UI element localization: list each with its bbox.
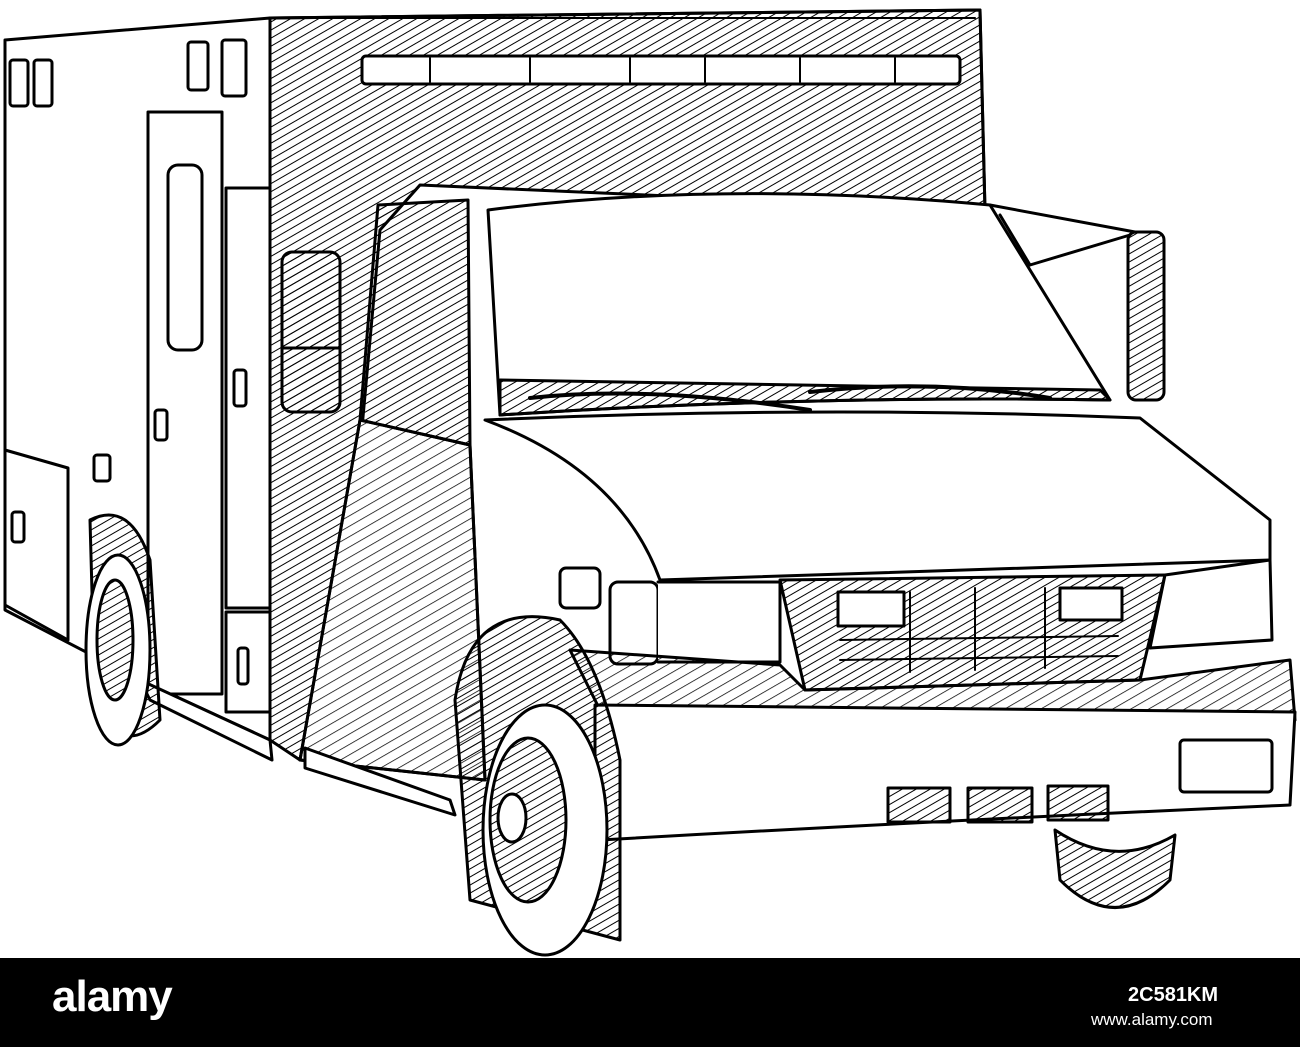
- front-hub: [496, 792, 528, 844]
- ambulance-drawing: [3, 8, 1297, 957]
- front-mirror: [1126, 230, 1166, 402]
- image-id: 2C581KM: [1128, 984, 1219, 1006]
- cab-side-window: [358, 198, 472, 452]
- light-bar: [360, 54, 962, 86]
- headlight: [608, 580, 660, 666]
- license-plate: [1178, 738, 1274, 794]
- ambulance-sketch-illustration: [3, 8, 1297, 957]
- watermark-footer: alamy 2C581KM www.alamy.com: [0, 958, 1300, 1047]
- brand-logo: alamy: [52, 972, 173, 1021]
- site-url: www.alamy.com: [1091, 1010, 1213, 1029]
- side-mirror: [280, 250, 342, 414]
- side-door: [146, 110, 224, 696]
- hood: [483, 410, 1272, 582]
